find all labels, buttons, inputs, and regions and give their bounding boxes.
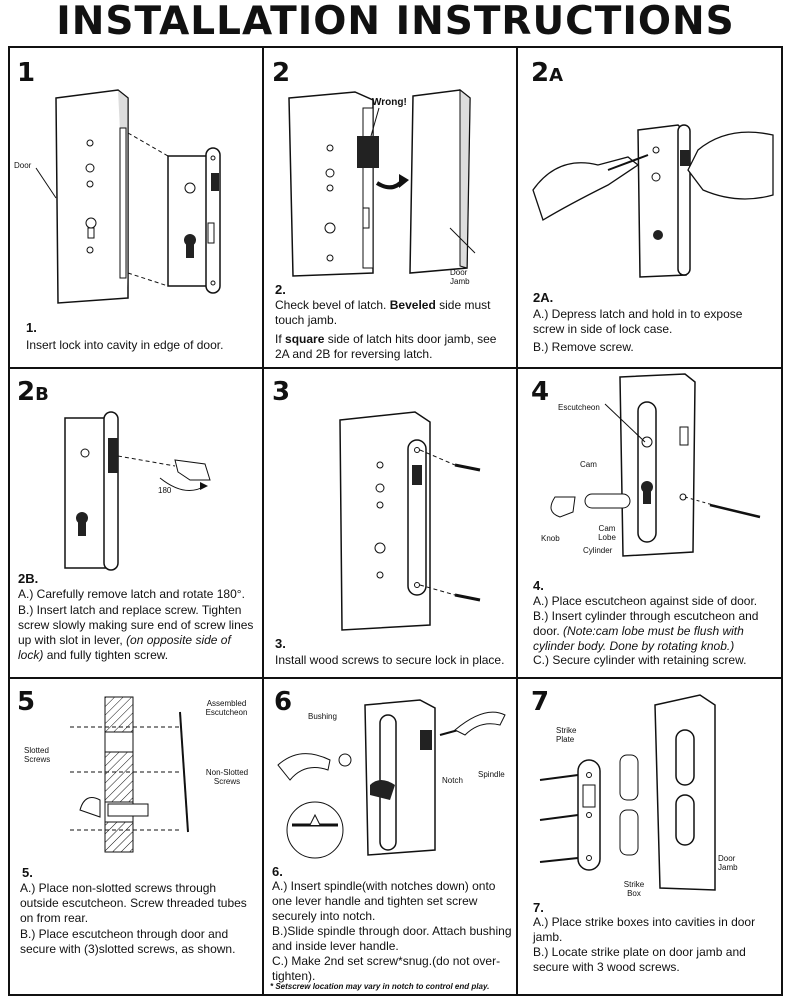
door-jamb-label: Door Jamb xyxy=(450,268,470,286)
wood-screw-illustration xyxy=(339,411,481,631)
step-text-a: A.) Place strike boxes into cavities in … xyxy=(533,915,756,944)
step-text-c: C.) Secure cylinder with retaining screw… xyxy=(533,653,747,667)
lock-insert-illustration xyxy=(35,89,221,304)
non-slotted-screws-label: Non-Slotted Screws xyxy=(205,768,249,786)
step-text-b: B.) Insert cylinder through escutcheon a… xyxy=(533,609,773,654)
divider xyxy=(8,367,783,369)
step-text-a: A.) Insert spindle(with notches down) on… xyxy=(272,879,496,923)
knob-label: Knob xyxy=(541,534,560,543)
step-text-b: B.) Remove screw. xyxy=(533,340,634,354)
step-text-c: C.) Make 2nd set screw*snug.(do not over… xyxy=(272,954,501,983)
step-number: 2B xyxy=(17,377,49,407)
step-label: 2. xyxy=(275,282,286,297)
step-label: 2B. xyxy=(18,571,39,586)
step-text-a: A.) Place non-slotted screws through out… xyxy=(20,881,247,925)
cylinder-label: Cylinder xyxy=(583,546,613,555)
assembled-escutcheon-label: Assembled Escutcheon xyxy=(205,699,248,717)
cam-label: Cam xyxy=(580,460,597,469)
step-number: 6 xyxy=(274,687,293,717)
step-label: 1. xyxy=(26,320,37,335)
text-italic: (on opposite side of lock) xyxy=(18,633,231,662)
step-text: Check bevel of latch. Beveled side must … xyxy=(275,298,511,328)
text-italic: (Note:cam lobe must be flush with cylind… xyxy=(533,624,744,653)
step-number: 7 xyxy=(531,687,550,717)
step-label: 7. xyxy=(533,900,544,915)
step-label: 6. xyxy=(272,864,283,879)
step-text-a: A.) Carefully remove latch and rotate 18… xyxy=(18,587,245,601)
step-text-a: A.) Depress latch and hold in to expose … xyxy=(533,307,743,336)
step-text-b: B.) Locate strike plate on door jamb and… xyxy=(533,945,746,974)
bushing-label: Bushing xyxy=(308,712,337,721)
text-bold: square xyxy=(285,332,325,346)
step-number: 2 xyxy=(272,58,291,88)
door-jamb-label: Door Jamb xyxy=(718,854,738,872)
text-part: side of latch hits door jamb, see 2A and… xyxy=(275,332,497,361)
text-bold: Beveled xyxy=(389,298,436,312)
text-part: Check bevel of latch. xyxy=(275,298,387,312)
step-number-suffix: B xyxy=(35,384,49,405)
rotation-degrees-label: 180 xyxy=(158,486,172,495)
spindle-label: Spindle xyxy=(478,770,505,779)
step-text: Insert lock into cavity in edge of door. xyxy=(26,338,224,352)
step-text-b: B.) Insert latch and replace screw. Tigh… xyxy=(18,603,258,663)
slotted-screws-label: Slotted Screws xyxy=(24,746,51,764)
strike-plate-label: Strike Plate xyxy=(556,726,577,744)
step-number-digit: 2 xyxy=(17,377,36,407)
page-title: INSTALLATION INSTRUCTIONS xyxy=(56,0,735,44)
setscrew-note: * Setscrew location may vary in notch to… xyxy=(270,982,490,991)
strike-box-label: Strike Box xyxy=(623,880,645,898)
text-part: B.) Insert latch and replace screw. Tigh… xyxy=(18,603,254,647)
escutcheon-mount-illustration xyxy=(70,696,189,853)
step-label: 5. xyxy=(22,865,33,880)
step-number: 3 xyxy=(272,377,291,407)
step-number: 1 xyxy=(17,58,36,88)
divider xyxy=(516,46,518,996)
cylinder-illustration xyxy=(550,373,761,557)
step-text-b: B.) Place escutcheon through door and se… xyxy=(20,927,236,956)
strike-plate-illustration xyxy=(539,694,716,891)
text-part: If xyxy=(275,332,282,346)
latch-bevel-illustration xyxy=(288,88,476,277)
cam-lobe-label: Cam Lobe xyxy=(598,524,616,542)
text-part: and fully tighten screw. xyxy=(46,648,169,662)
step-label: 2A. xyxy=(533,290,554,305)
step-label: 3. xyxy=(275,636,286,651)
step-text-2: If square side of latch hits door jamb, … xyxy=(275,332,511,362)
step-number-digit: 2 xyxy=(531,58,550,88)
escutcheon-label: Escutcheon xyxy=(558,403,600,412)
step-number: 5 xyxy=(17,687,36,717)
step-number-suffix: A xyxy=(549,65,564,86)
text-part: side must touch jamb. xyxy=(275,298,491,327)
step-label: 4. xyxy=(533,578,544,593)
step-text-b: B.)Slide spindle through door. Attach bu… xyxy=(272,924,512,953)
divider xyxy=(262,46,264,996)
depress-latch-illustration xyxy=(532,124,774,278)
rotate-latch-illustration xyxy=(64,411,211,571)
wrong-label: Wrong! xyxy=(372,97,407,108)
text-part: B.) Insert cylinder through escutcheon a… xyxy=(533,609,759,638)
spindle-illustration xyxy=(277,699,506,859)
door-label: Door xyxy=(14,161,32,170)
divider xyxy=(8,677,783,679)
step-text: Install wood screws to secure lock in pl… xyxy=(275,653,505,667)
notch-label: Notch xyxy=(442,776,463,785)
step-number: 2A xyxy=(531,58,563,88)
step-number: 4 xyxy=(531,377,550,407)
instruction-grid xyxy=(8,46,783,996)
step-text-a: A.) Place escutcheon against side of doo… xyxy=(533,594,758,608)
